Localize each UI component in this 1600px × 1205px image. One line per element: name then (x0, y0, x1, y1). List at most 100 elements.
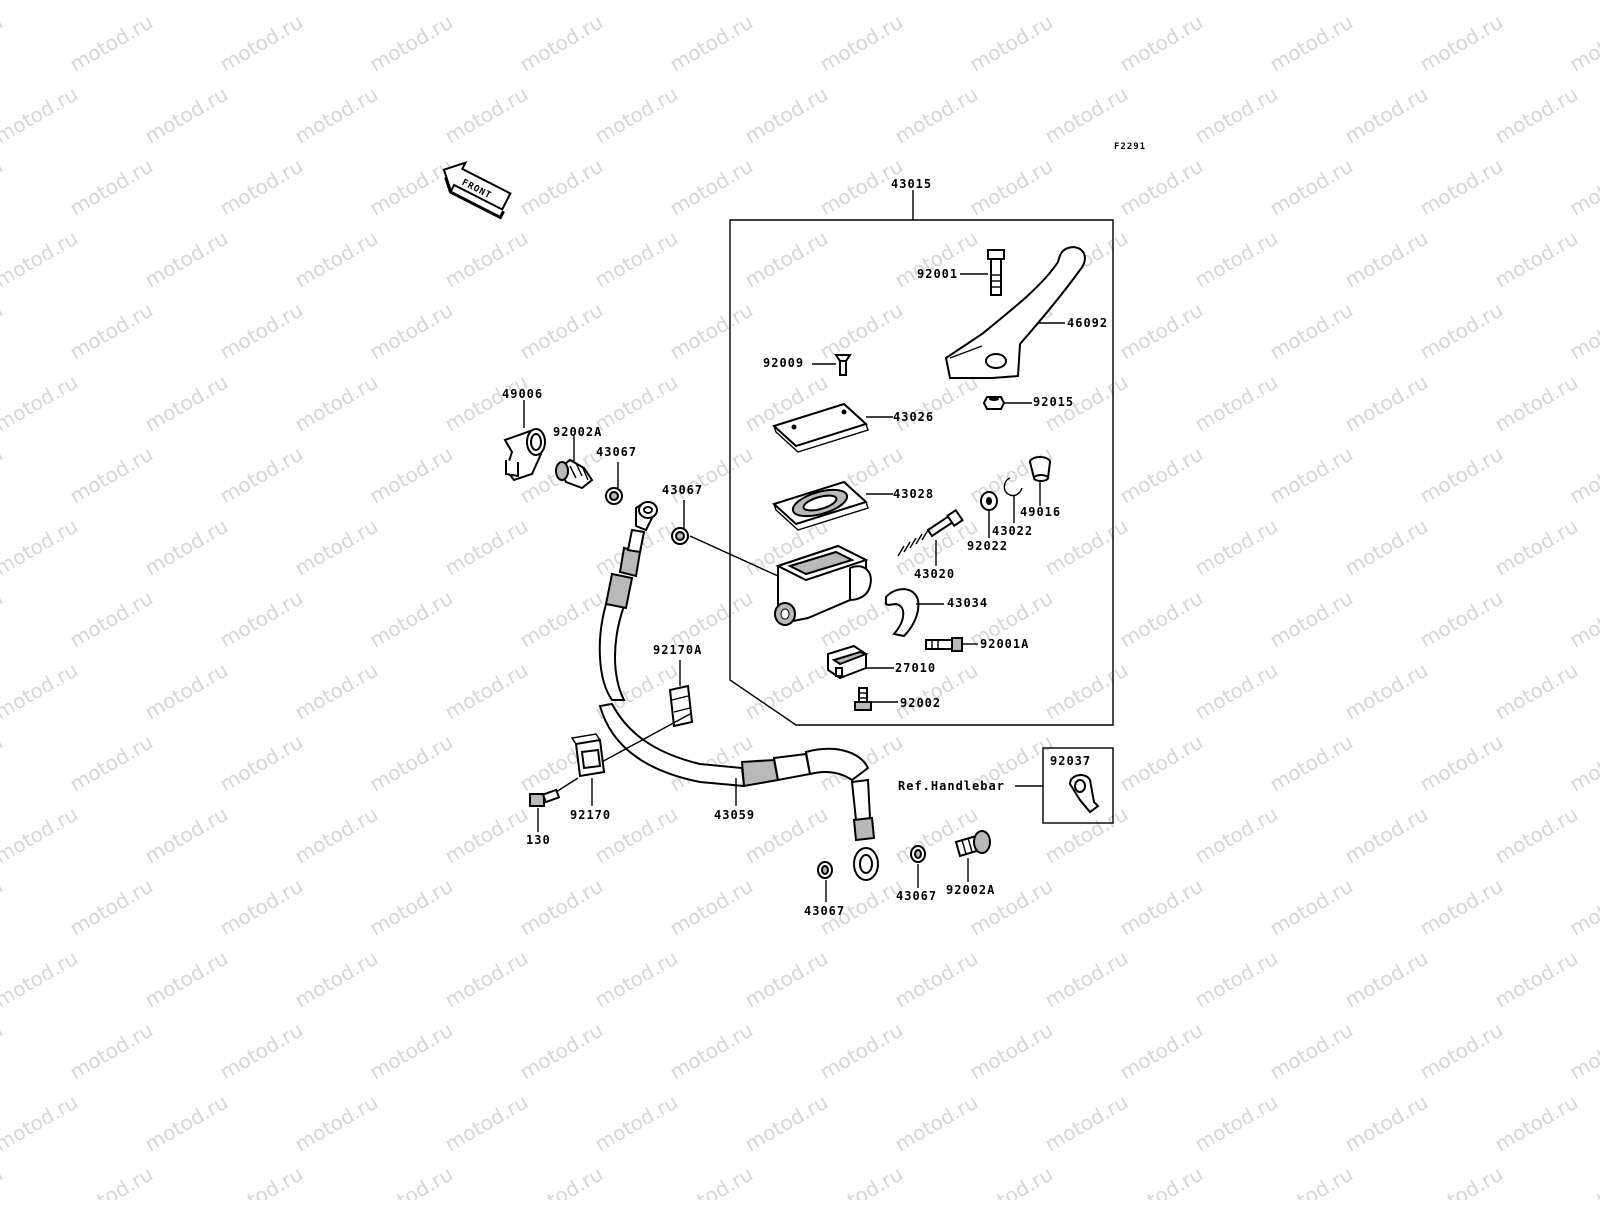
watermark-text: motod.ru (816, 1018, 907, 1085)
watermark-text: motod.ru (66, 730, 157, 797)
watermark-text: motod.ru (741, 1090, 832, 1157)
watermark-text: motod.ru (66, 586, 157, 653)
watermark-text: motod.ru (1341, 1090, 1432, 1157)
watermark-text: motod.ru (1566, 442, 1600, 509)
watermark-text: motod.ru (591, 226, 682, 293)
watermark-text: motod.ru (1191, 802, 1282, 869)
watermark-text: motod.ru (0, 1162, 7, 1200)
watermark-text: motod.ru (1116, 874, 1207, 941)
watermark-text: motod.ru (291, 0, 382, 4)
watermark-text: motod.ru (1041, 946, 1132, 1013)
watermark-text: motod.ru (741, 658, 832, 725)
watermark-text: motod.ru (141, 514, 232, 581)
watermark-text: motod.ru (741, 226, 832, 293)
watermark-text: motod.ru (141, 226, 232, 293)
watermark-text: motod.ru (1266, 298, 1357, 365)
watermark-text: motod.ru (1116, 1018, 1207, 1085)
watermark-text: motod.ru (441, 514, 532, 581)
watermark-text: motod.ru (591, 0, 682, 4)
watermark-text: motod.ru (1416, 730, 1507, 797)
hose-elbow-icon (505, 400, 545, 480)
watermark-text: motod.ru (0, 154, 7, 221)
watermark-text: motod.ru (1041, 658, 1132, 725)
watermark-text: motod.ru (1566, 298, 1600, 365)
diaphragm-icon (774, 482, 893, 530)
watermark-text: motod.ru (516, 586, 607, 653)
watermark-text: motod.ru (0, 226, 82, 293)
watermark-text: motod.ru (1191, 370, 1282, 437)
part-label-92022: 92022 (967, 539, 1008, 553)
watermark-text: motod.ru (666, 10, 757, 77)
watermark-text: motod.ru (666, 154, 757, 221)
watermark-text: motod.ru (1266, 1162, 1357, 1200)
watermark-text: motod.ru (1191, 0, 1282, 4)
part-label-92037: 92037 (1050, 754, 1091, 768)
part-label-130: 130 (526, 833, 551, 847)
watermark-text: motod.ru (366, 298, 457, 365)
watermark-text: motod.ru (1266, 874, 1357, 941)
part-label-92170: 92170 (570, 808, 611, 822)
part-label-92002A-bottom: 92002A (946, 883, 995, 897)
watermark-text: motod.ru (66, 298, 157, 365)
watermark-text: motod.ru (666, 298, 757, 365)
watermark-text: motod.ru (591, 370, 682, 437)
hose-bracket-icon (572, 734, 604, 806)
watermark-text: motod.ru (366, 442, 457, 509)
watermark-text: motod.ru (891, 370, 982, 437)
watermark-text: motod.ru (516, 1162, 607, 1200)
watermark-text: motod.ru (966, 1162, 1057, 1200)
part-label-43067-a: 43067 (596, 445, 637, 459)
watermark-text: motod.ru (1116, 1162, 1207, 1200)
watermark-text: motod.ru (516, 874, 607, 941)
watermark-text: motod.ru (666, 874, 757, 941)
watermark-text: motod.ru (1566, 154, 1600, 221)
watermark-text: motod.ru (216, 730, 307, 797)
watermark-text: motod.ru (1566, 1018, 1600, 1085)
watermark-text: motod.ru (1491, 226, 1582, 293)
lower-washer-right-icon (911, 846, 925, 888)
part-label-43067-d: 43067 (896, 889, 937, 903)
watermark-text: motod.ru (0, 10, 7, 77)
watermark-text: motod.ru (891, 0, 982, 4)
watermark-text: motod.ru (666, 1018, 757, 1085)
watermark-text: motod.ru (216, 874, 307, 941)
ref-handlebar-label: Ref.Handlebar (898, 779, 1005, 793)
watermark-text: motod.ru (666, 1162, 757, 1200)
watermark-text: motod.ru (1491, 82, 1582, 149)
watermark-text: motod.ru (291, 802, 382, 869)
watermark-text: motod.ru (816, 298, 907, 365)
watermark-text: motod.ru (1416, 1018, 1507, 1085)
watermark-text: motod.ru (891, 1090, 982, 1157)
watermark-text: motod.ru (1491, 370, 1582, 437)
watermark-text: motod.ru (0, 1090, 82, 1157)
watermark-text: motod.ru (1416, 10, 1507, 77)
watermark-text: motod.ru (1266, 586, 1357, 653)
watermark-text: motod.ru (141, 0, 232, 4)
watermark-text: motod.ru (816, 10, 907, 77)
watermark-text: motod.ru (291, 514, 382, 581)
watermark-text: motod.ru (1266, 154, 1357, 221)
sealing-washer-icon (606, 462, 622, 504)
part-label-43022: 43022 (992, 524, 1033, 538)
figure-code: F2291 (1114, 142, 1146, 152)
watermark-text: motod.ru (1341, 226, 1432, 293)
part-label-92170A: 92170A (653, 643, 702, 657)
part-label-92002: 92002 (900, 696, 941, 710)
part-label-92009: 92009 (763, 356, 804, 370)
watermark-text: motod.ru (291, 658, 382, 725)
watermark-text: motod.ru (1416, 442, 1507, 509)
part-label-92002A-top: 92002A (553, 425, 602, 439)
watermark-text: motod.ru (216, 442, 307, 509)
part-label-46092: 46092 (1067, 316, 1108, 330)
watermark-text: motod.ru (0, 946, 82, 1013)
watermark-text: motod.ru (141, 946, 232, 1013)
watermark-text: motod.ru (1491, 0, 1582, 4)
watermark-text: motod.ru (1416, 298, 1507, 365)
watermark-text: motod.ru (1491, 1090, 1582, 1157)
watermark-text: motod.ru (0, 442, 7, 509)
watermark-text: motod.ru (891, 226, 982, 293)
watermark-text: motod.ru (66, 1018, 157, 1085)
watermark-text: motod.ru (216, 1162, 307, 1200)
watermark-text: motod.ru (291, 946, 382, 1013)
